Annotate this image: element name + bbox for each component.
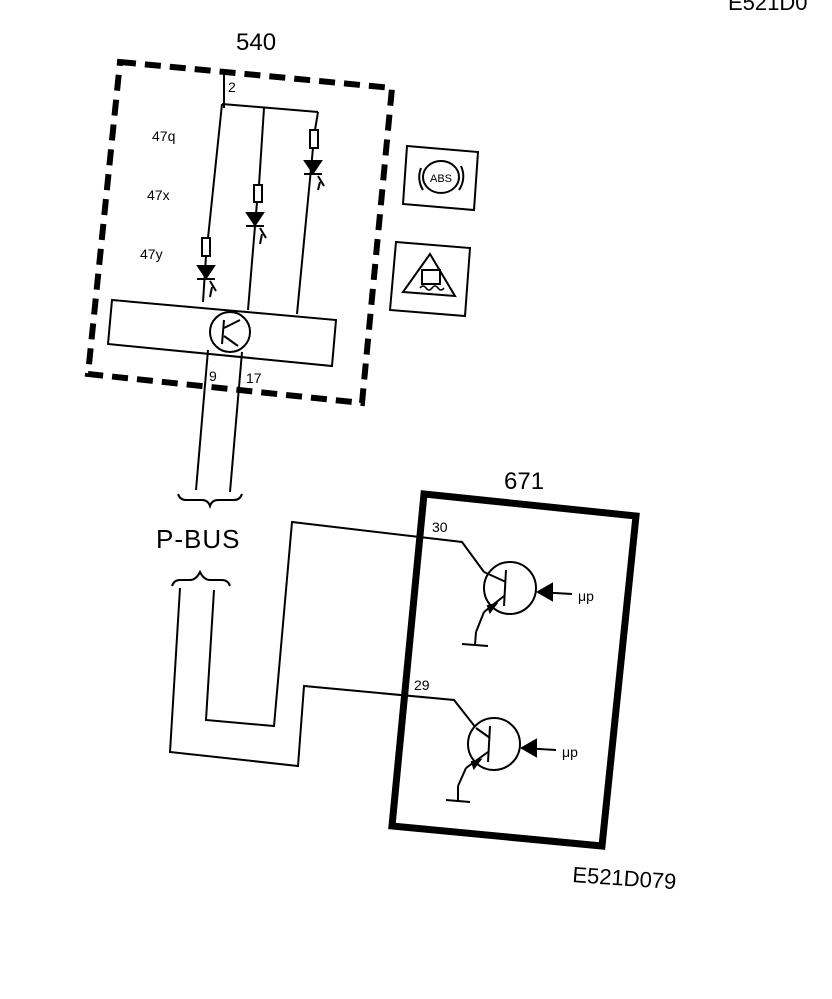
- driver-transistor: [209, 311, 251, 353]
- module-540-pin-9: 9: [209, 368, 217, 384]
- bus-wire-to-pin-30: [204, 520, 485, 728]
- module-540-number: 540: [236, 29, 276, 56]
- module-540-pin-17: 17: [246, 370, 262, 386]
- module-671-pin-30: 30: [432, 519, 448, 535]
- output-transistor-29: [445, 717, 557, 803]
- bus-label: P-BUS: [156, 524, 240, 554]
- driver-label-30: μp: [578, 588, 594, 604]
- corner-label: E521D0: [728, 0, 808, 15]
- led-label-47q: 47q: [152, 128, 175, 144]
- abs-icon-text: ABS: [430, 173, 452, 185]
- module-540-pin-2: 2: [228, 79, 236, 95]
- resistor-47y: [201, 237, 211, 257]
- bus-wire-to-pin-29: [168, 587, 477, 768]
- led-label-47y: 47y: [140, 246, 163, 262]
- abs-warning-icon: ABS: [401, 144, 480, 212]
- led-47x: [245, 212, 267, 245]
- traction-control-warning-icon: [388, 240, 472, 318]
- module-671-pin-29: 29: [414, 677, 430, 693]
- module-540-enclosure: [84, 58, 396, 407]
- bus-brace-lower: [171, 569, 231, 587]
- resistor-47x: [253, 184, 263, 203]
- bus-wires-upper: [195, 349, 243, 493]
- module-671-enclosure: [388, 490, 640, 850]
- resistor-47q: [309, 129, 319, 149]
- module-671-number: 671: [504, 468, 544, 495]
- figure-code: E521D079: [572, 862, 677, 894]
- module-540-internal-wiring: [202, 70, 319, 315]
- led-47y: [196, 265, 217, 298]
- bus-brace-upper: [177, 493, 243, 510]
- led-label-47x: 47x: [147, 187, 170, 203]
- driver-label-29: μp: [562, 744, 578, 760]
- led-47q: [303, 160, 325, 191]
- output-transistor-30: [461, 561, 573, 647]
